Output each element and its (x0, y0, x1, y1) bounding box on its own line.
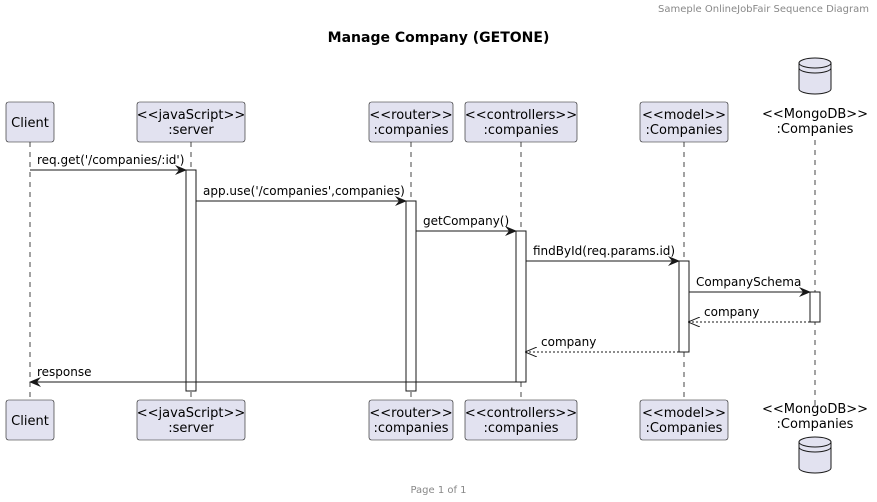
message-4: findById(req.params.id) (526, 244, 680, 266)
participant-label: :Companies (777, 122, 854, 137)
participant-router-bottom: <<router>>:companies (368, 399, 454, 441)
participant-label: <<controllers>> (465, 108, 577, 123)
message-label: findById(req.params.id) (533, 244, 675, 258)
activation-bar-router (405, 200, 417, 392)
message-label: getCompany() (423, 214, 509, 228)
participant-label: <<javaScript>> (137, 406, 246, 421)
diagram-header: Sameple OnlineJobFair Sequence Diagram (658, 4, 869, 15)
activation-bar-controllers (515, 230, 527, 383)
participant-label: :companies (374, 421, 449, 436)
participant-label: <<MongoDB>> (762, 107, 868, 122)
participant-client-bottom: Client (5, 399, 55, 441)
participant-controllers-bottom: <<controllers>>:companies (464, 399, 578, 441)
activation-bar-model (678, 260, 690, 353)
message-2: app.use('/companies',companies) (196, 184, 407, 206)
participant-label: <<controllers>> (465, 406, 577, 421)
participant-label: <<model>> (642, 108, 726, 123)
diagram-title: Manage Company (GETONE) (327, 30, 550, 46)
database-icon (798, 57, 832, 95)
participant-label: :companies (484, 421, 559, 436)
participant-router-top: <<router>>:companies (368, 101, 454, 143)
message-8: response (29, 365, 516, 387)
participant-label: :Companies (646, 123, 723, 138)
message-label: CompanySchema (696, 275, 801, 289)
database-icon (798, 436, 832, 474)
participant-label: :Companies (777, 417, 854, 432)
participant-mongodb-bottom: <<MongoDB>>:Companies (762, 402, 868, 474)
participant-server-bottom: <<javaScript>>:server (136, 399, 246, 441)
participant-model-bottom: <<model>>:Companies (639, 399, 729, 441)
participant-label: :companies (484, 123, 559, 138)
participant-label: :companies (374, 123, 449, 138)
message-3: getCompany() (416, 214, 517, 236)
participant-server-top: <<javaScript>>:server (136, 101, 246, 143)
participant-label: <<router>> (369, 406, 452, 421)
participant-label: :Companies (646, 421, 723, 436)
participant-label: <<model>> (642, 406, 726, 421)
participant-client-top: Client (5, 101, 55, 143)
participant-label: <<router>> (369, 108, 452, 123)
participant-label: <<MongoDB>> (762, 402, 868, 417)
message-label: req.get('/companies/:id') (37, 153, 184, 167)
participant-controllers-top: <<controllers>>:companies (464, 101, 578, 143)
activation-bar-server (185, 169, 197, 392)
participant-label: :server (168, 123, 214, 138)
participant-mongodb-top: <<MongoDB>>:Companies (762, 57, 868, 137)
message-1: req.get('/companies/:id') (30, 153, 187, 175)
message-label: app.use('/companies',companies) (203, 184, 405, 198)
message-5: CompanySchema (689, 275, 811, 297)
page-footer: Page 1 of 1 (410, 485, 467, 496)
message-7: company (526, 335, 679, 352)
message-label: company (704, 305, 759, 319)
message-label: company (541, 335, 596, 349)
message-label: response (37, 365, 92, 379)
participant-label: Client (11, 414, 49, 429)
participant-label: :server (168, 421, 214, 436)
participant-model-top: <<model>>:Companies (639, 101, 729, 143)
activation-bar-mongodb (809, 291, 821, 323)
participant-label: <<javaScript>> (137, 108, 246, 123)
message-6: company (689, 305, 810, 322)
participant-label: Client (11, 116, 49, 131)
